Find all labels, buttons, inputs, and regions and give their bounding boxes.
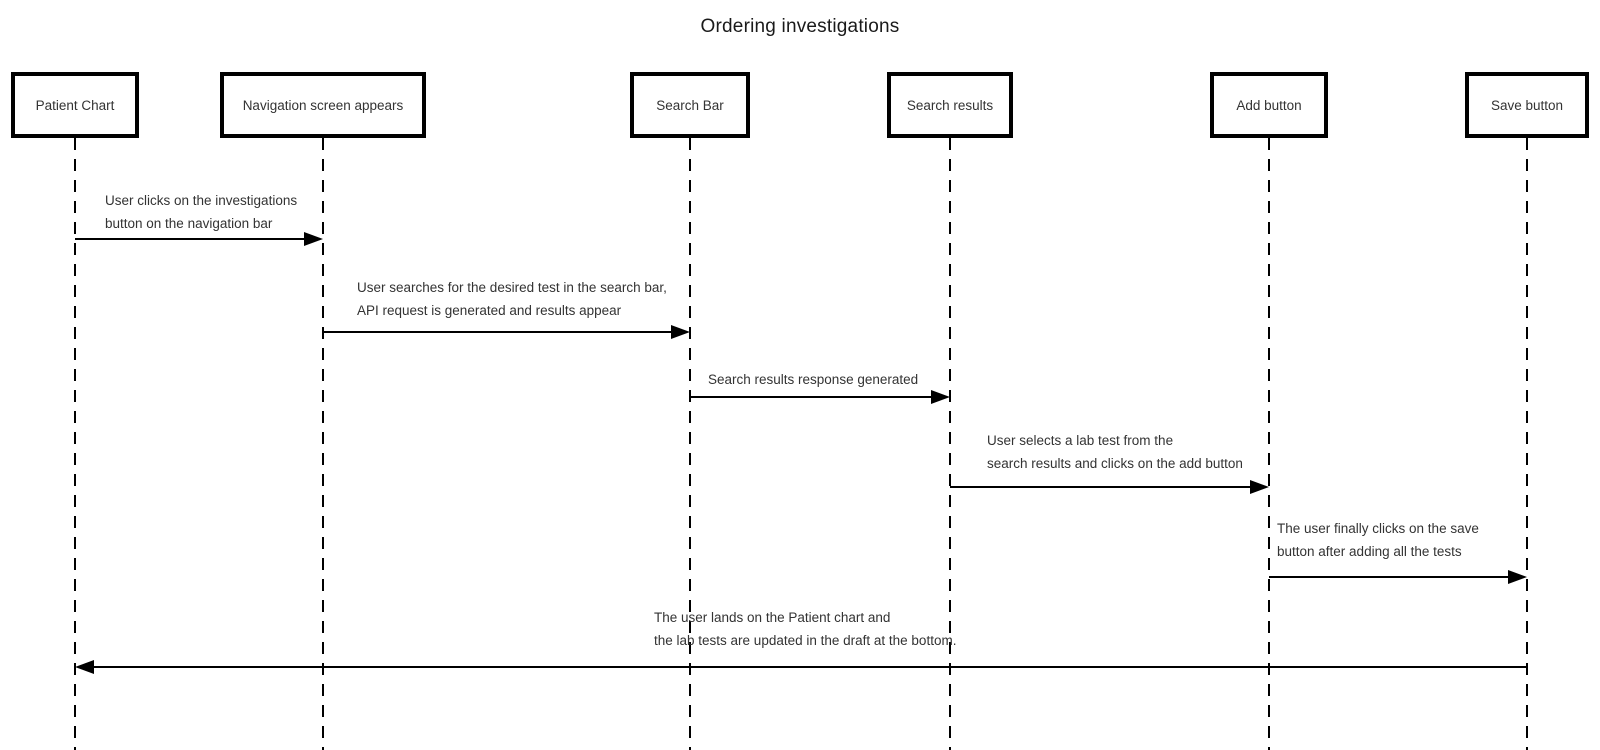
lifeline-patient-chart (74, 138, 76, 750)
message-6-arrow (93, 666, 1527, 668)
message-5-arrow (1269, 576, 1510, 578)
lifeline-add-button (1268, 138, 1270, 750)
message-2-text: User searches for the desired test in th… (357, 276, 667, 322)
actor-box-patient-chart: Patient Chart (11, 72, 139, 138)
message-text-line: Search results response generated (708, 372, 919, 387)
actor-box-navigation-screen: Navigation screen appears (220, 72, 426, 138)
message-4-arrow (950, 486, 1252, 488)
lifeline-navigation-screen (322, 138, 324, 750)
actor-label: Add button (1236, 97, 1302, 113)
message-3-arrow (690, 396, 933, 398)
arrowhead-right-icon (304, 232, 323, 246)
actor-label: Navigation screen appears (242, 97, 404, 113)
lifeline-save-button (1526, 138, 1528, 750)
actor-label: Search Bar (656, 97, 724, 113)
actor-label: Save button (1490, 97, 1564, 113)
message-text-line: User selects a lab test from the (987, 433, 1174, 448)
message-text-line: API request is generated and results app… (357, 303, 622, 318)
message-2-arrow (323, 331, 673, 333)
message-4-text: User selects a lab test from the search … (987, 429, 1243, 475)
message-1-text: User clicks on the investigations button… (105, 189, 297, 235)
message-6-text: The user lands on the Patient chart and … (654, 606, 956, 652)
actor-box-search-results: Search results (887, 72, 1013, 138)
arrowhead-left-icon (75, 660, 94, 674)
arrowhead-right-icon (1250, 480, 1269, 494)
message-5-text: The user finally clicks on the save butt… (1277, 517, 1479, 563)
message-text-line: the lab tests are updated in the draft a… (654, 633, 957, 648)
message-text-line: User searches for the desired test in th… (357, 280, 667, 295)
message-3-text: Search results response generated (708, 368, 918, 391)
lifeline-search-bar (689, 138, 691, 750)
actor-label: Patient Chart (35, 97, 115, 113)
message-1-arrow (75, 238, 306, 240)
message-text-line: button on the navigation bar (105, 216, 273, 231)
message-text-line: button after adding all the tests (1277, 544, 1462, 559)
actor-label: Search results (906, 97, 994, 113)
message-text-line: User clicks on the investigations (105, 193, 298, 208)
arrowhead-right-icon (671, 325, 690, 339)
message-text-line: The user lands on the Patient chart and (654, 610, 891, 625)
actor-box-save-button: Save button (1465, 72, 1589, 138)
message-text-line: search results and clicks on the add but… (987, 456, 1243, 471)
message-text-line: The user finally clicks on the save (1277, 521, 1479, 536)
arrowhead-right-icon (931, 390, 950, 404)
arrowhead-right-icon (1508, 570, 1527, 584)
actor-box-add-button: Add button (1210, 72, 1328, 138)
actor-box-search-bar: Search Bar (630, 72, 750, 138)
diagram-title: Ordering investigations (700, 16, 900, 37)
lifeline-search-results (949, 138, 951, 750)
